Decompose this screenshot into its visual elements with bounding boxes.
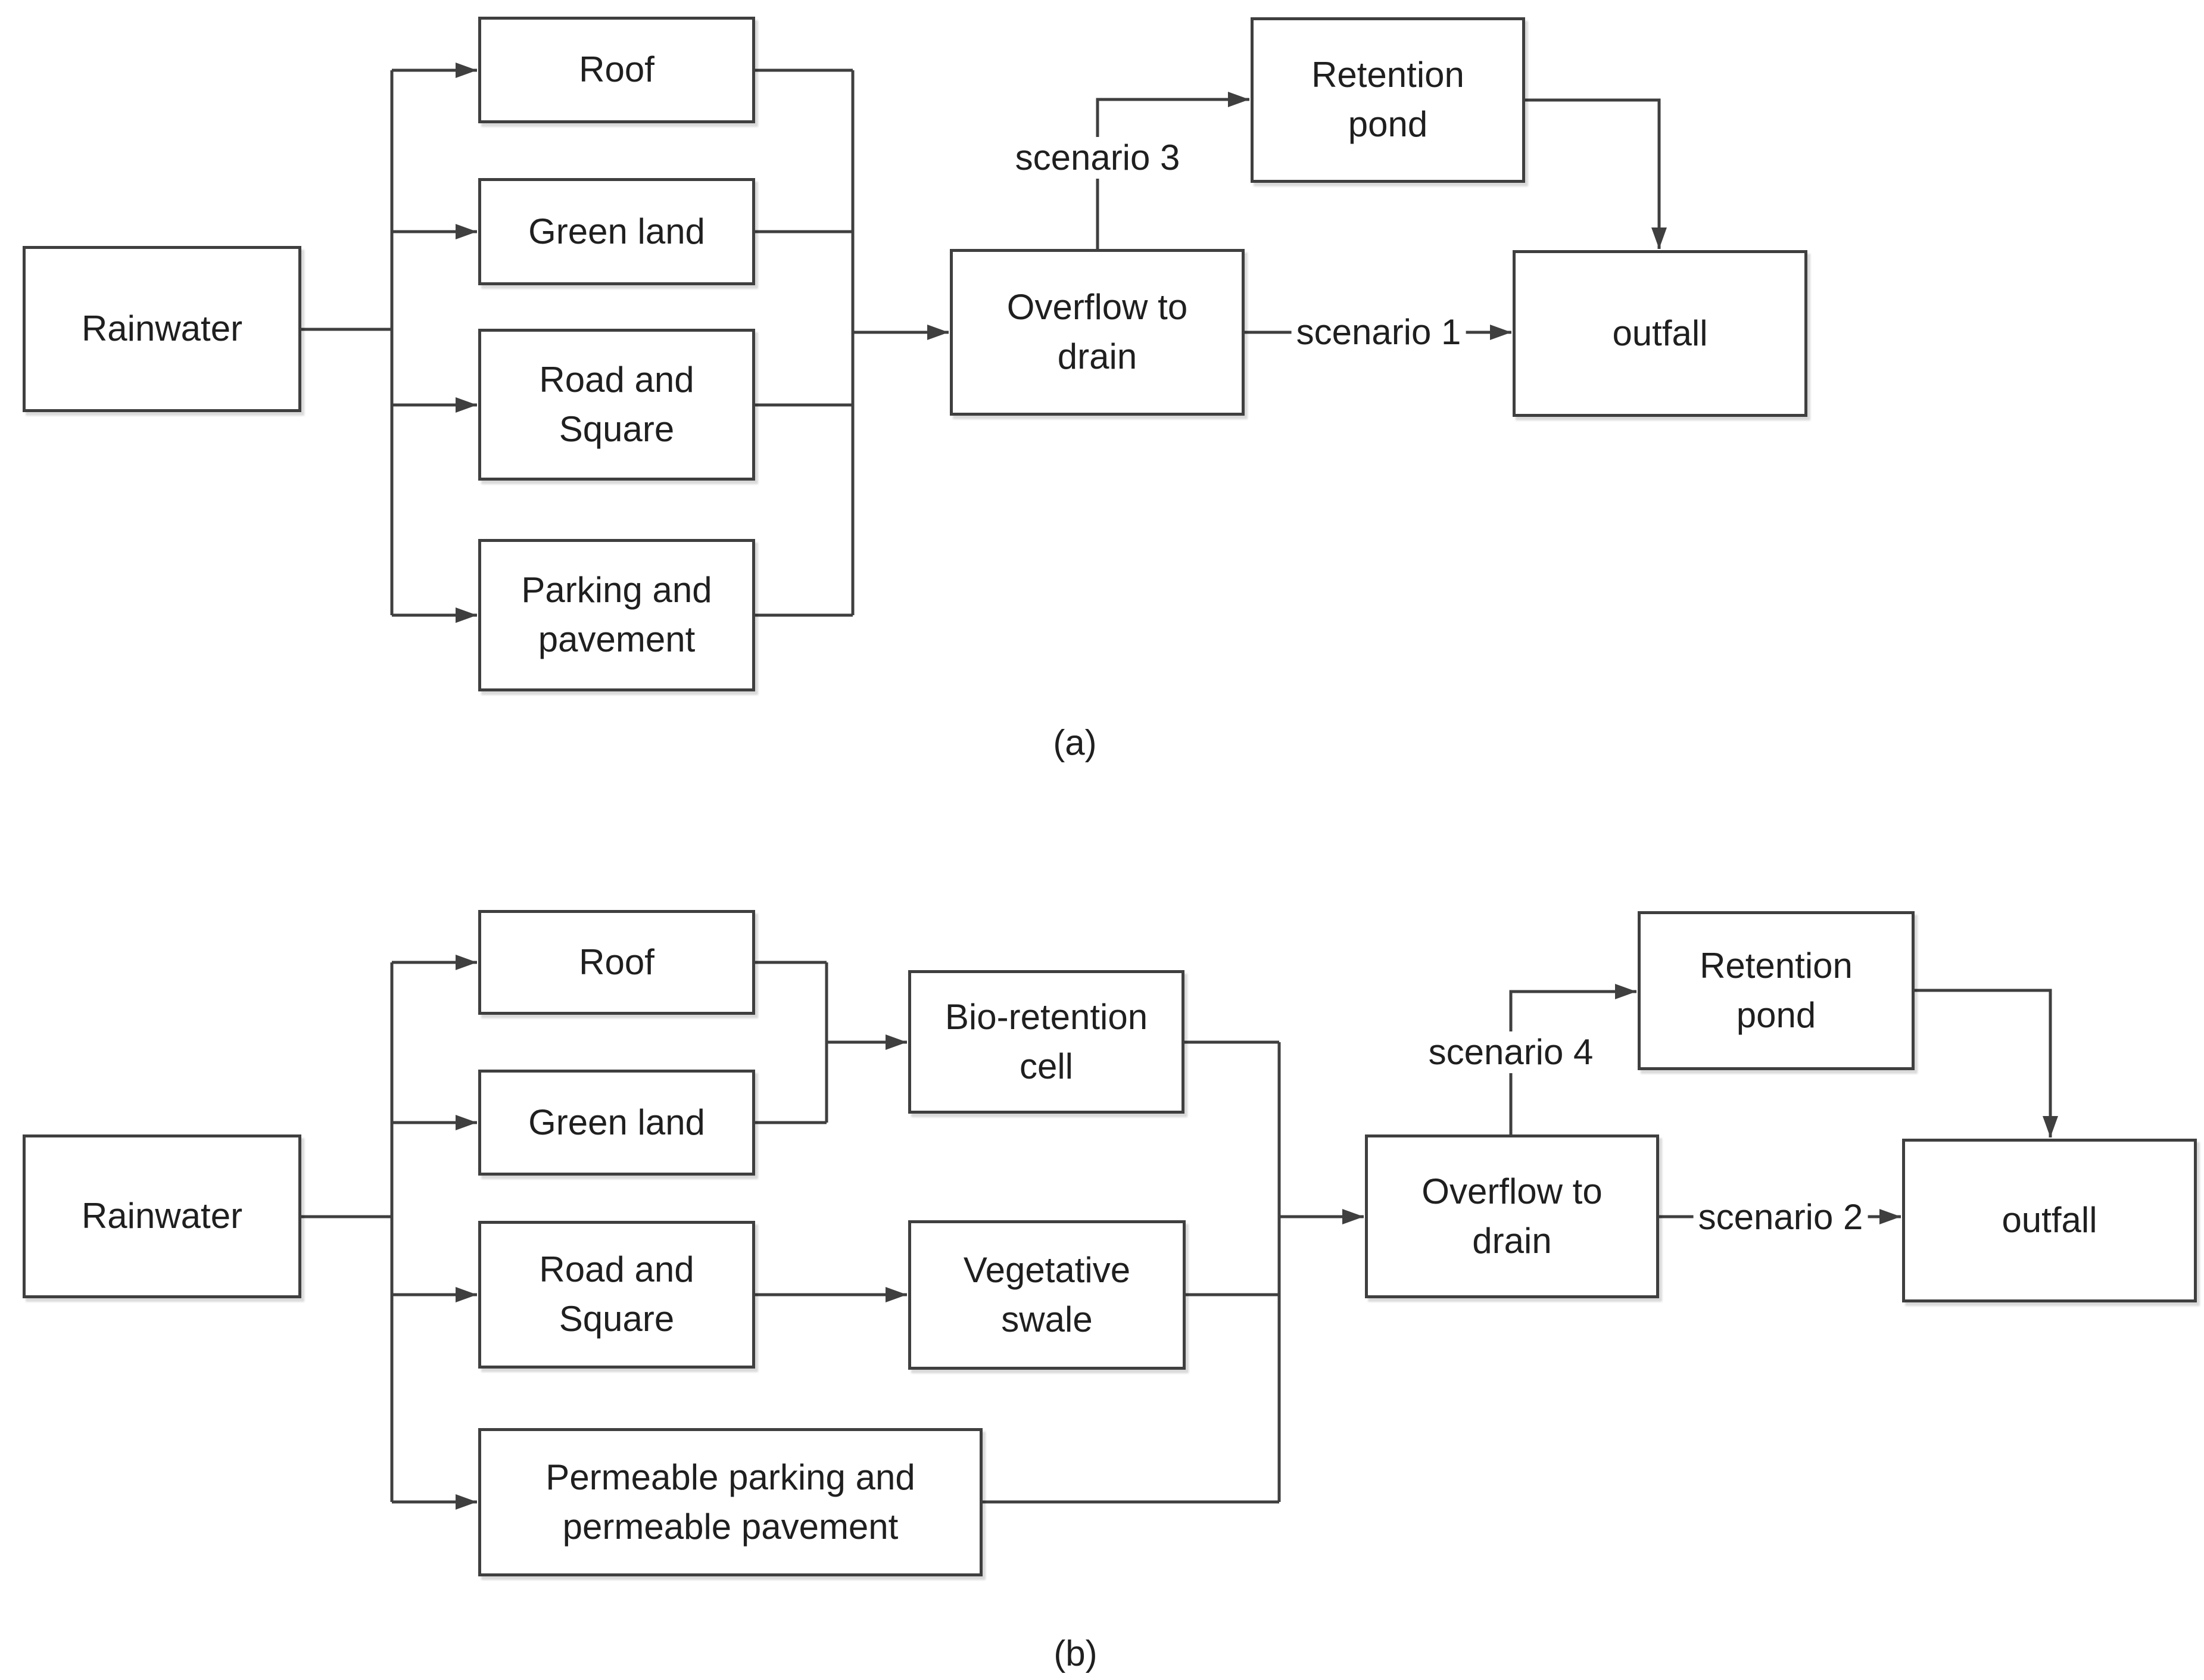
node-rainwater-b: Rainwater — [23, 1134, 301, 1298]
node-retention-pond-a: Retention pond — [1251, 17, 1525, 183]
node-roof-b: Roof — [478, 910, 755, 1015]
node-parking-and-pavement-a: Parking and pavement — [478, 539, 755, 691]
node-overflow-to-drain-b: Overflow to drain — [1365, 1134, 1659, 1298]
node-overflow-to-drain-a: Overflow to drain — [950, 249, 1245, 416]
edge-label-scenario-1: scenario 1 — [1291, 311, 1466, 353]
node-green-land-b: Green land — [478, 1070, 755, 1176]
node-outfall-a: outfall — [1513, 250, 1807, 417]
node-road-and-square-b: Road and Square — [478, 1221, 755, 1369]
edge-b-retention-pond-to-outfall — [1915, 989, 2058, 1137]
edge-a-overflow-to-retention-pond — [1096, 92, 1249, 249]
node-outfall-b: outfall — [1902, 1139, 2197, 1302]
node-rainwater-a: Rainwater — [23, 246, 301, 412]
edge-label-scenario-3: scenario 3 — [1010, 137, 1185, 179]
caption-a: (a) — [1053, 722, 1097, 763]
edge-b-overflow-to-retention-pond — [1509, 984, 1636, 1134]
node-vegetative-swale-b: Vegetative swale — [908, 1220, 1186, 1370]
edge-label-scenario-2: scenario 2 — [1693, 1196, 1868, 1238]
node-green-land-a: Green land — [478, 178, 755, 285]
node-permeable-parking-and-pavement-b: Permeable parking and permeable pavement — [478, 1428, 983, 1576]
node-road-and-square-a: Road and Square — [478, 329, 755, 481]
edge-label-scenario-4: scenario 4 — [1423, 1031, 1598, 1073]
caption-b: (b) — [1053, 1633, 1098, 1673]
edge-a-retention-pond-to-outfall — [1525, 98, 1667, 249]
node-bio-retention-cell-b: Bio-retention cell — [908, 970, 1184, 1114]
node-roof-a: Roof — [478, 17, 755, 123]
node-retention-pond-b: Retention pond — [1638, 911, 1915, 1070]
